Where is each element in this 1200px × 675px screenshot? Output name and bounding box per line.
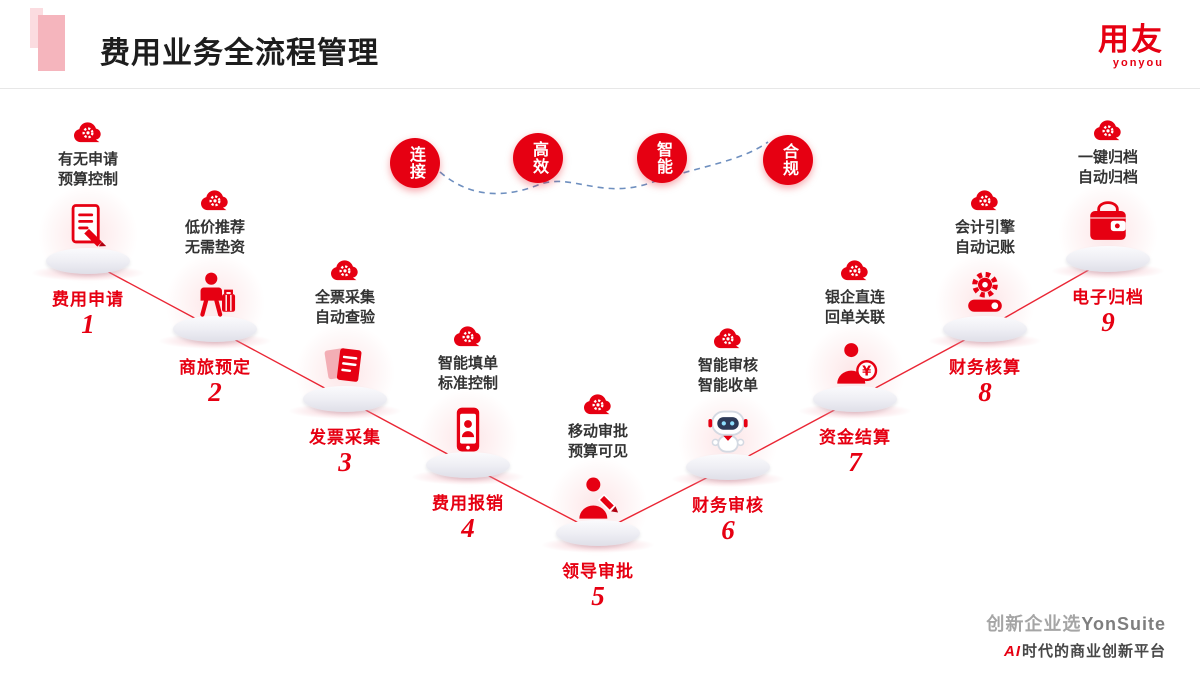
step-name: 费用报销 [432, 493, 504, 513]
header-divider [0, 88, 1200, 89]
badge-connect: 连接 [390, 138, 440, 188]
cloud-gear-icon [70, 118, 106, 146]
step-stage [411, 403, 525, 485]
cloud-gear-icon [450, 322, 486, 350]
step-name: 资金结算 [819, 427, 891, 447]
cloud-gear-icon [580, 390, 616, 418]
badge-efficient: 高效 [513, 133, 563, 183]
flow-step-3: 全票采集 自动查验 发票采集 3 [279, 256, 411, 477]
invoice-tickets-icon [317, 337, 373, 393]
archive-wallet-icon [1080, 197, 1136, 253]
accent-bar [38, 15, 65, 71]
step-stage [158, 267, 272, 349]
flow-step-4: 智能填单 标准控制 费用报销 4 [402, 322, 534, 543]
footer-line1-prefix: 创新企业选 [986, 614, 1082, 634]
flow-step-7: 银企直连 回单关联 资金结算 7 [789, 256, 921, 477]
document-pen-icon [60, 199, 116, 255]
step-name: 领导审批 [562, 561, 634, 581]
step-description: 低价推荐 无需垫资 [184, 219, 245, 257]
yonyou-logo: 用友 yonyou [1098, 24, 1164, 69]
dashed-connector-line [439, 141, 769, 195]
step-name: 商旅预定 [179, 357, 251, 377]
leader-approval-icon [570, 471, 626, 527]
badge-compliant: 合规 [763, 135, 813, 185]
step-stage [31, 199, 145, 281]
step-name: 财务核算 [949, 357, 1021, 377]
badge-intelligent: 智能 [637, 133, 687, 183]
settlement-person-icon [827, 337, 883, 393]
step-number: 6 [721, 514, 735, 545]
step-number: 1 [81, 308, 95, 339]
step-stage [1051, 197, 1165, 279]
cloud-gear-icon [197, 186, 233, 214]
step-number: 4 [461, 512, 475, 543]
logo-subtext: yonyou [1112, 57, 1164, 69]
yonsuite-brand: YonSuite [1081, 614, 1166, 634]
footer-line2-rest: 时代的商业创新平台 [1021, 643, 1166, 660]
step-name: 发票采集 [309, 427, 381, 447]
step-stage [671, 405, 785, 487]
step-description: 会计引擎 自动记账 [954, 219, 1015, 257]
mobile-expense-icon [440, 403, 496, 459]
footer-line1: 创新企业选YonSuite [986, 610, 1166, 636]
footer-tagline: 创新企业选YonSuite AI时代的商业创新平台 [986, 610, 1166, 661]
page-title: 费用业务全流程管理 [100, 37, 379, 70]
cloud-gear-icon [710, 324, 746, 352]
flow-step-5: 移动审批 预算可见 领导审批 5 [532, 390, 664, 611]
step-name: 财务审核 [692, 495, 764, 515]
step-stage [288, 337, 402, 419]
flow-step-8: 会计引擎 自动记账 财务核算 8 [919, 186, 1051, 407]
step-number: 5 [591, 580, 605, 611]
cloud-gear-icon [327, 256, 363, 284]
cloud-gear-icon [967, 186, 1003, 214]
step-stage [928, 267, 1042, 349]
flow-step-2: 低价推荐 无需垫资 商旅预定 2 [149, 186, 281, 407]
logo-text: 用友 [1098, 22, 1164, 57]
step-number: 7 [848, 446, 862, 477]
accounting-engine-icon [957, 267, 1013, 323]
step-number: 9 [1101, 306, 1115, 337]
ai-label: AI [1003, 643, 1021, 660]
step-stage [798, 337, 912, 419]
step-number: 8 [978, 376, 992, 407]
step-name: 电子归档 [1072, 287, 1144, 307]
flow-step-9: 一键归档 自动归档 电子归档 9 [1042, 116, 1174, 337]
step-description: 有无申请 预算控制 [57, 151, 118, 189]
step-name: 费用申请 [52, 289, 124, 309]
robot-audit-icon [700, 405, 756, 461]
business-traveler-icon [187, 267, 243, 323]
footer-line2: AI时代的商业创新平台 [986, 640, 1166, 661]
cloud-gear-icon [837, 256, 873, 284]
flow-step-6: 智能审核 智能收单 财务审核 6 [662, 324, 794, 545]
step-number: 3 [338, 446, 352, 477]
step-description: 一键归档 自动归档 [1077, 149, 1138, 187]
step-number: 2 [208, 376, 222, 407]
step-stage [541, 471, 655, 553]
cloud-gear-icon [1090, 116, 1126, 144]
flow-step-1: 有无申请 预算控制 费用申请 1 [22, 118, 154, 339]
